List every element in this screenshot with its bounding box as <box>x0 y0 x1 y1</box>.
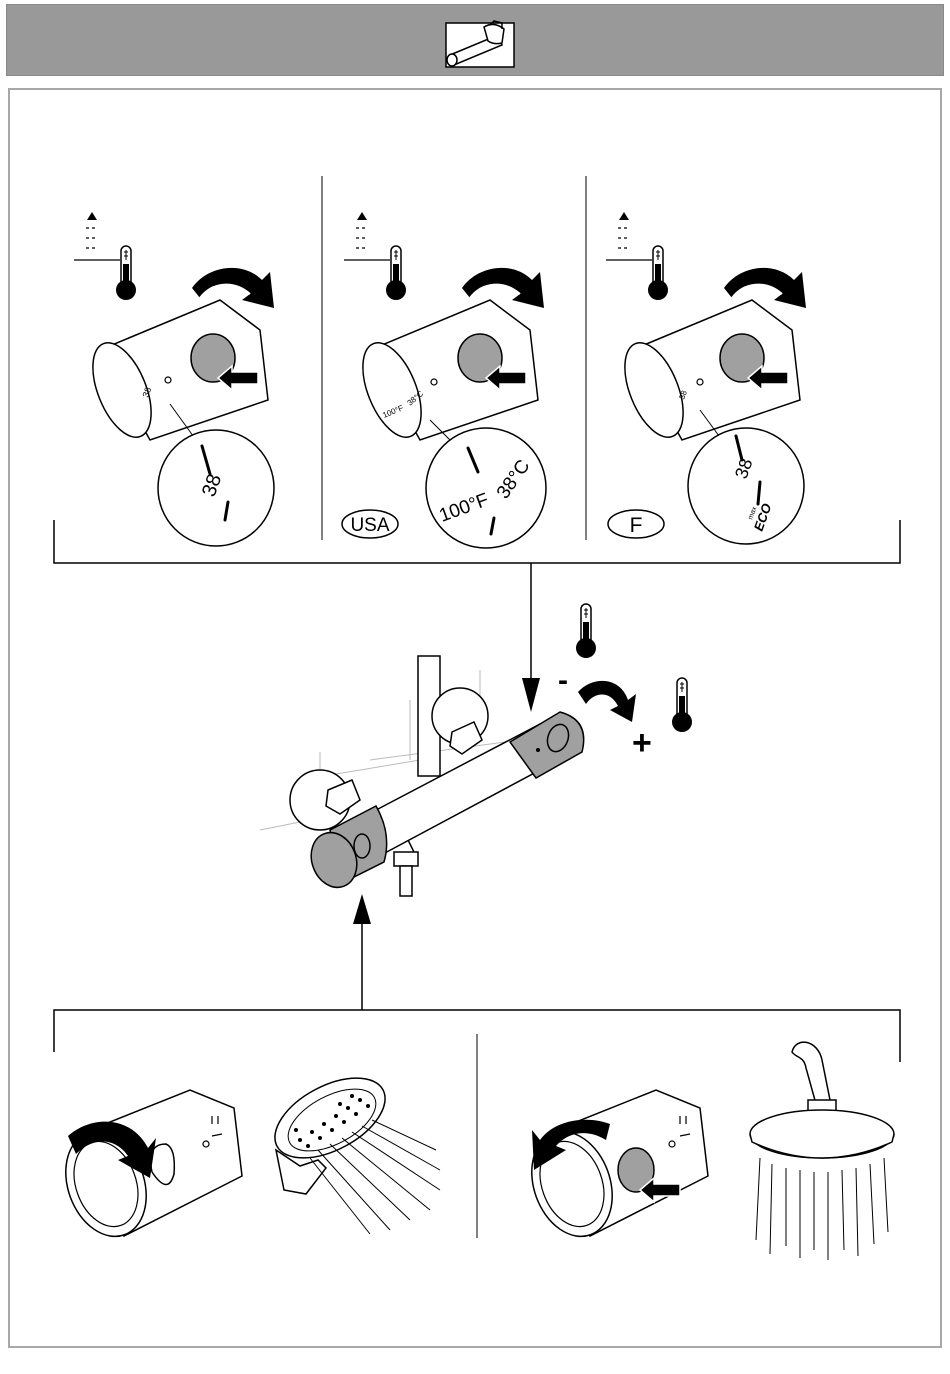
panel-hand-shower <box>52 1062 440 1248</box>
plus-label: + <box>632 724 652 762</box>
thermometer-icon <box>116 246 136 300</box>
region-badge-text: USA <box>350 515 389 536</box>
thermometer-icon <box>386 246 406 300</box>
rotate-arrow-icon <box>578 681 636 722</box>
hand-shower-icon <box>262 1062 440 1234</box>
panel-head-shower <box>518 1042 894 1260</box>
rotate-arrow-icon <box>192 268 274 308</box>
panel-france: 38 38 max ECO F <box>606 212 806 544</box>
thermometer-icon <box>648 246 668 300</box>
panel-standard: 38 38 <box>74 212 274 546</box>
thermometer-icon <box>672 678 692 732</box>
minus-label: - <box>558 664 568 697</box>
region-badge-text: F <box>630 514 643 537</box>
head-shower-icon <box>750 1042 894 1260</box>
up-arrow-icon <box>353 894 371 924</box>
down-arrow-icon <box>522 678 540 712</box>
thermometer-icon <box>576 604 596 658</box>
rotate-arrow-icon <box>724 268 806 308</box>
rotate-arrow-icon <box>462 268 544 308</box>
panel-usa: 100°F 38°C 100°F 38°C USA <box>342 212 546 548</box>
dial-magnifier <box>688 428 804 544</box>
dial-magnifier <box>426 428 546 548</box>
